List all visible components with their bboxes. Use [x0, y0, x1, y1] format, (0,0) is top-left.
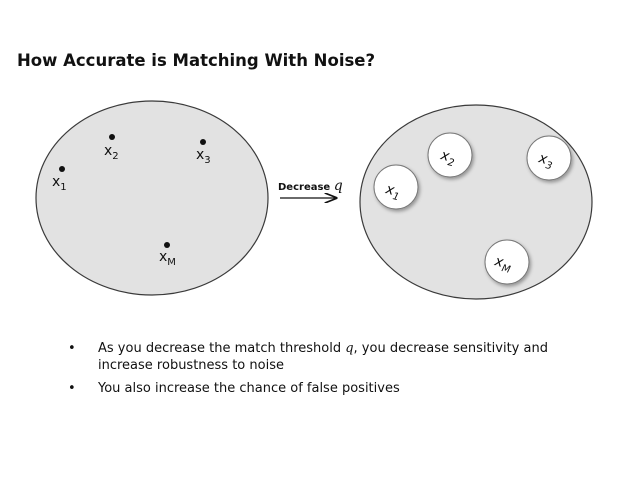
bullet-item-false-positives: You also increase the chance of false po… — [62, 380, 602, 397]
right-label-x2: x2 — [437, 147, 457, 169]
region-x1 — [373, 164, 419, 210]
threshold-symbol: q — [345, 341, 354, 356]
region-x2 — [427, 132, 473, 178]
point-x1 — [59, 166, 65, 172]
right-label-x3: x3 — [535, 150, 555, 172]
slide-title: How Accurate is Matching With Noise? — [17, 51, 376, 70]
point-x3 — [200, 139, 206, 145]
left-label-xM: xM — [159, 249, 176, 268]
point-xM — [164, 242, 170, 248]
region-x3 — [526, 135, 572, 181]
region-xM — [484, 239, 530, 285]
left-feature-space — [35, 100, 269, 296]
left-label-x3: x3 — [196, 147, 211, 166]
right-label-x1: x1 — [382, 181, 402, 203]
right-label-xM: xM — [491, 253, 513, 276]
left-label-x1: x1 — [52, 174, 67, 193]
left-label-x2: x2 — [104, 143, 119, 162]
bullet-list: As you decrease the match threshold q, y… — [62, 340, 602, 403]
point-x2 — [109, 134, 115, 140]
arrow-label: Decrease q — [278, 178, 343, 194]
bullet-item-threshold: As you decrease the match threshold q, y… — [62, 340, 602, 374]
